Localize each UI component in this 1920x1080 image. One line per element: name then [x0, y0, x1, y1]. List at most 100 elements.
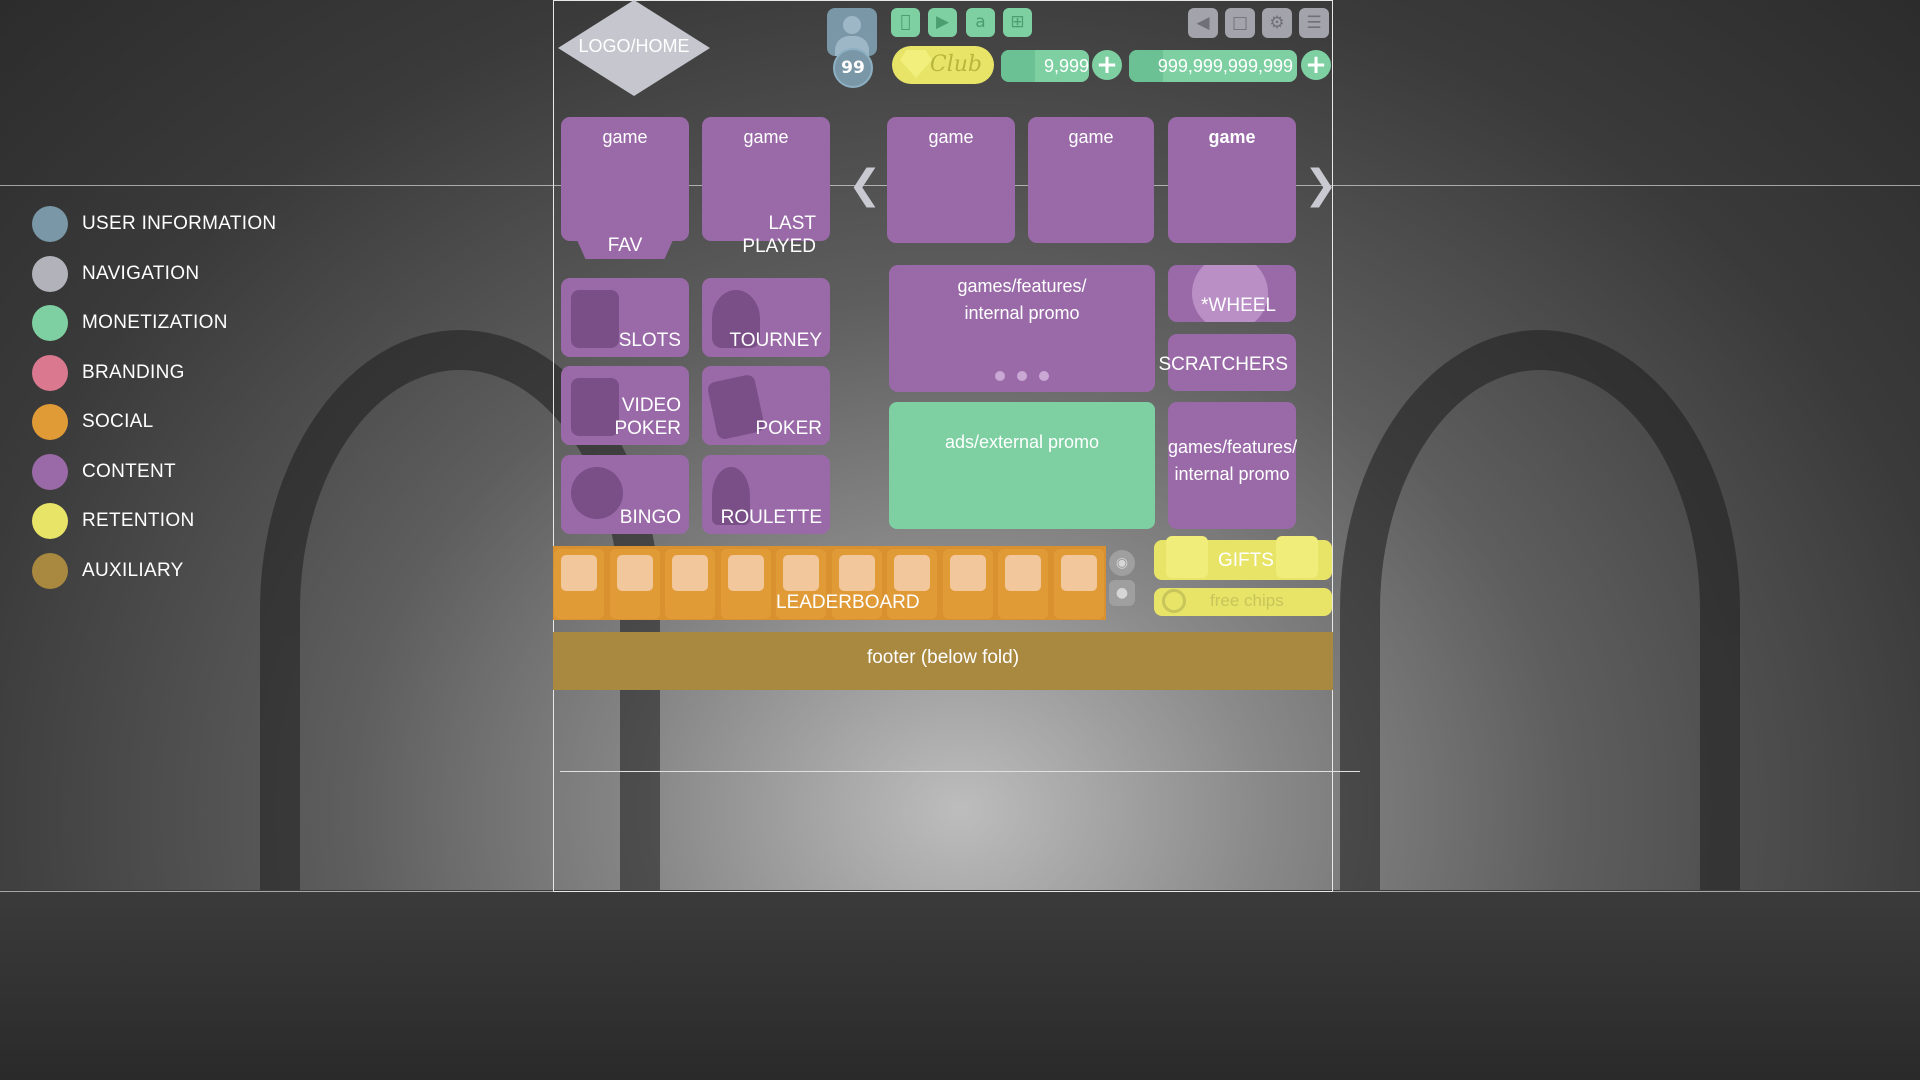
pagination-dot-3[interactable] [1039, 371, 1050, 381]
layout-frame [553, 0, 1333, 892]
side-promo-label: games/features/ internal promo [1168, 437, 1298, 484]
bingo-label: BINGO [619, 507, 681, 529]
friend-avatar-placeholder [561, 555, 597, 591]
ads-label: ads/external promo [944, 432, 1100, 452]
friend-avatar-placeholder [672, 555, 708, 591]
globe-icon[interactable]: ◉ [1109, 550, 1135, 576]
fav-ribbon: FAV [573, 231, 677, 259]
menu-icon[interactable]: ☰ [1299, 8, 1329, 38]
leaderboard-friend-slot[interactable] [832, 549, 882, 619]
currency-small-icon [1001, 50, 1035, 82]
gifts-label: GIFTS [1218, 550, 1274, 571]
pagination-dot-1[interactable] [994, 371, 1005, 381]
leaderboard-friend-slot[interactable] [1054, 549, 1104, 619]
legend-label: AUXILIARY [82, 559, 184, 581]
carousel-game-label-3: game [1208, 127, 1256, 147]
user-level-badge: 99 [833, 48, 873, 88]
roulette-wheel-icon [712, 467, 750, 525]
side-promo-tile[interactable]: games/features/ internal promo [1168, 402, 1298, 529]
video-poker-tile[interactable]: VIDEO POKER [561, 366, 689, 445]
bingo-ball-icon [571, 467, 623, 519]
trophy-icon [712, 290, 760, 348]
leaderboard-friend-slot[interactable] [887, 549, 937, 619]
video-poker-label: VIDEO POKER [614, 395, 681, 440]
slots-label: SLOTS [618, 330, 681, 352]
roulette-tile[interactable]: ROULETTE [702, 455, 830, 534]
legend-item: RETENTION [32, 503, 276, 539]
leaderboard-friend-slot[interactable] [943, 549, 993, 619]
friend-avatar-placeholder [950, 555, 986, 591]
fullscreen-icon[interactable]: □ [1225, 8, 1255, 38]
ads-external-promo[interactable]: ads/external promo [889, 402, 1155, 529]
legend-item: MONETIZATION [32, 305, 276, 341]
slot-machine-icon [571, 290, 619, 348]
promo-pagination[interactable] [889, 368, 1155, 386]
free-chips-label: free chips [1210, 591, 1284, 610]
scratchers-label: SCRATCHERS [1158, 354, 1289, 376]
sound-icon[interactable]: ◀ [1188, 8, 1218, 38]
legend-color-dot [32, 255, 68, 292]
carousel-prev-arrow[interactable]: ❮ [848, 162, 882, 208]
legend-color-dot [32, 206, 68, 242]
legend-color-dot [32, 305, 68, 341]
legend-label: USER INFORMATION [82, 213, 277, 234]
leaderboard-friend-slot[interactable] [610, 549, 660, 619]
last-played-game-tile[interactable]: game LAST PLAYED [702, 117, 830, 257]
video-poker-icon [571, 378, 619, 436]
leaderboard-friend-slot[interactable] [776, 549, 826, 619]
legend-item: USER INFORMATION [32, 206, 276, 242]
legend-color-dot [32, 404, 68, 440]
currency-small-display: 9,999 [1001, 50, 1089, 82]
apple-icon[interactable]:  [891, 8, 920, 37]
legend-color-dot [32, 552, 68, 589]
leaderboard-friend-slot[interactable] [665, 549, 715, 619]
send-gift-icon[interactable] [1276, 536, 1318, 578]
friend-avatar-placeholder [783, 555, 819, 591]
currency-large-display: 999,999,999,999 [1129, 50, 1297, 82]
windows-icon[interactable]: ⊞ [1003, 8, 1032, 37]
free-chips-button[interactable]: free chips [1154, 588, 1332, 616]
settings-icon[interactable]: ⚙ [1262, 8, 1292, 38]
scratchers-tile[interactable]: SCRATCHERS [1159, 334, 1296, 391]
amazon-icon[interactable]: a [966, 8, 995, 37]
pagination-dot-2[interactable] [1017, 371, 1027, 381]
carousel-next-arrow[interactable]: ❯ [1304, 162, 1338, 208]
play-store-icon[interactable]: ▶ [928, 8, 957, 37]
fav-game-label: game [602, 127, 648, 147]
wheel-tile[interactable]: *WHEEL [1168, 265, 1296, 322]
gift-icon [1166, 536, 1208, 578]
friend-avatar-placeholder [839, 555, 875, 591]
leaderboard-friend-slot[interactable] [721, 549, 771, 619]
avatar-head [843, 16, 861, 34]
legend-label: RETENTION [82, 510, 195, 531]
poker-label: POKER [755, 418, 822, 440]
bingo-tile[interactable]: BINGO [561, 455, 689, 534]
friends-icon[interactable]: ● [1109, 580, 1135, 606]
legend-item: AUXILIARY [32, 552, 276, 589]
footer: footer (below fold) [553, 632, 1333, 690]
carousel-game-tile-2[interactable]: game [1028, 117, 1154, 243]
friend-avatar-placeholder [1005, 555, 1041, 591]
last-played-game-label: game [743, 127, 789, 147]
buy-currency-large-button[interactable]: + [1301, 50, 1331, 80]
leaderboard-friend-slot[interactable] [998, 549, 1048, 619]
legend-item: BRANDING [32, 354, 276, 391]
legend-label: MONETIZATION [82, 312, 228, 333]
leaderboard-label: LEADERBOARD [776, 592, 920, 613]
gifts-button[interactable]: GIFTS [1154, 536, 1332, 580]
roulette-label: ROULETTE [720, 507, 822, 529]
legend-color-dot [32, 453, 68, 490]
slots-tile[interactable]: SLOTS [561, 278, 689, 357]
carousel-game-label-1: game [928, 127, 974, 147]
logo-home-button[interactable]: LOGO/HOME [558, 0, 710, 96]
poker-tile[interactable]: POKER [702, 366, 830, 445]
leaderboard-friend-slot[interactable] [554, 549, 604, 619]
legend-label: BRANDING [82, 361, 185, 383]
carousel-game-tile-3[interactable]: game [1168, 117, 1296, 243]
buy-currency-small-button[interactable]: + [1092, 50, 1122, 80]
carousel-game-tile-1[interactable]: game [887, 117, 1015, 243]
tourney-label: TOURNEY [729, 330, 822, 352]
tourney-tile[interactable]: TOURNEY [702, 278, 830, 357]
promo-banner[interactable]: games/features/ internal promo [889, 265, 1155, 392]
fav-game-tile[interactable]: game FAV [561, 117, 689, 259]
